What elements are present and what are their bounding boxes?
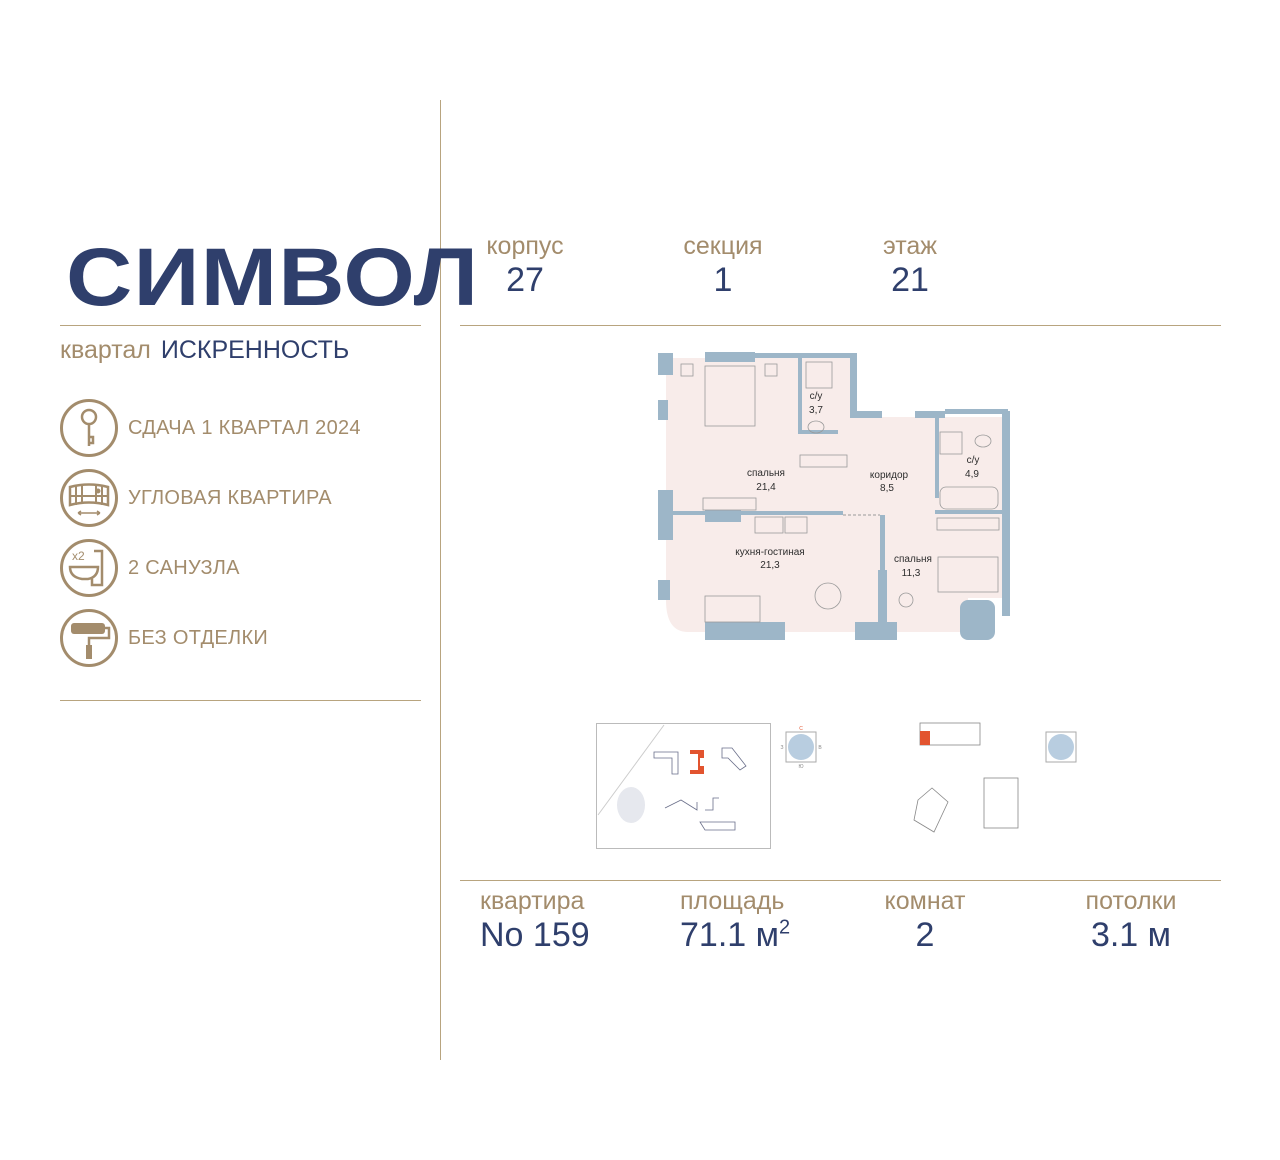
quarter-title: ИСКРЕННОСТЬ — [160, 336, 350, 364]
room-area: 11,3 — [902, 568, 921, 579]
room-name: спальня — [894, 554, 932, 565]
vertical-divider — [440, 100, 441, 1060]
room-name: спальня — [747, 468, 785, 479]
site-map — [596, 723, 771, 849]
room-area: 8,5 — [880, 483, 894, 494]
section-label: секция — [683, 232, 763, 260]
area-unit-sup: 2 — [779, 916, 791, 939]
quarter-label: квартал — [60, 336, 151, 364]
feature-label: 2 САНУЗЛА — [128, 556, 240, 579]
compass-icon — [1045, 731, 1077, 763]
compass-w: З — [780, 745, 783, 751]
x2-badge: x2 — [72, 549, 85, 563]
floor-area — [666, 358, 1005, 632]
apartment-value: No 159 — [480, 916, 590, 954]
paint-roller-icon — [60, 609, 118, 667]
key-icon — [60, 399, 118, 457]
building-highlight — [690, 750, 704, 774]
floor-value: 21 — [891, 261, 929, 299]
feature-label: УГЛОВАЯ КВАРТИРА — [128, 486, 332, 509]
room-name: с/у — [967, 455, 980, 466]
building-info: корпус 27 — [470, 232, 580, 300]
room-area: 21,3 — [760, 560, 780, 571]
rooms-info: комнат 2 — [870, 887, 980, 955]
room-area: 4,9 — [965, 469, 979, 480]
compass-s: Ю — [798, 764, 803, 770]
area-value: 71.1 м — [680, 916, 779, 954]
room-area: 3,7 — [809, 405, 823, 416]
feature-finish: БЕЗ ОТДЕЛКИ — [60, 608, 268, 668]
feature-label: БЕЗ ОТДЕЛКИ — [128, 626, 269, 649]
divider — [60, 325, 421, 326]
section-value: 1 — [713, 261, 733, 299]
rooms-value: 2 — [915, 916, 935, 954]
quarter-name: квартал ИСКРЕННОСТЬ — [60, 336, 349, 365]
compass-e: В — [818, 745, 822, 751]
room-name: кухня-гостиная — [735, 547, 804, 558]
building-label: корпус — [486, 232, 564, 260]
floor-label: этаж — [882, 232, 937, 260]
floor-info: этаж 21 — [855, 232, 965, 300]
ceilings-info: потолки 3.1 м — [1070, 887, 1192, 955]
brand-logo: СИМВОЛ — [66, 232, 480, 323]
room-labels: спальня 21,4 с/у 3,7 коридор 8,5 с/у 4,9… — [735, 391, 979, 579]
compass-n: С — [799, 726, 803, 732]
room-area: 21,4 — [756, 482, 776, 493]
divider — [460, 880, 1221, 881]
walls — [658, 352, 1010, 640]
building-value: 27 — [506, 261, 544, 299]
feature-delivery: СДАЧА 1 КВАРТАЛ 2024 — [60, 398, 361, 458]
room-name: с/у — [810, 391, 823, 402]
feature-bathrooms: x2 2 САНУЗЛА — [60, 538, 240, 598]
apartment-info: квартира No 159 — [480, 887, 590, 955]
rooms-label: комнат — [884, 887, 966, 915]
area-label: площадь — [680, 887, 785, 915]
corner-window-icon — [60, 469, 118, 527]
area-info: площадь 71.1 м2 — [680, 887, 790, 955]
compass-icon: С Ю З В — [780, 726, 822, 770]
feature-label: СДАЧА 1 КВАРТАЛ 2024 — [128, 416, 361, 439]
section-info: секция 1 — [668, 232, 778, 300]
section-map — [913, 722, 1019, 833]
toilet-x2-icon: x2 — [60, 539, 118, 597]
furniture — [680, 361, 1000, 623]
divider — [460, 325, 1221, 326]
room-name: коридор — [870, 470, 909, 481]
apartment-label: квартира — [480, 887, 585, 915]
ceilings-label: потолки — [1085, 887, 1177, 915]
divider — [60, 700, 421, 701]
ceilings-value: 3.1 м — [1090, 916, 1172, 954]
feature-corner: УГЛОВАЯ КВАРТИРА — [60, 468, 332, 528]
